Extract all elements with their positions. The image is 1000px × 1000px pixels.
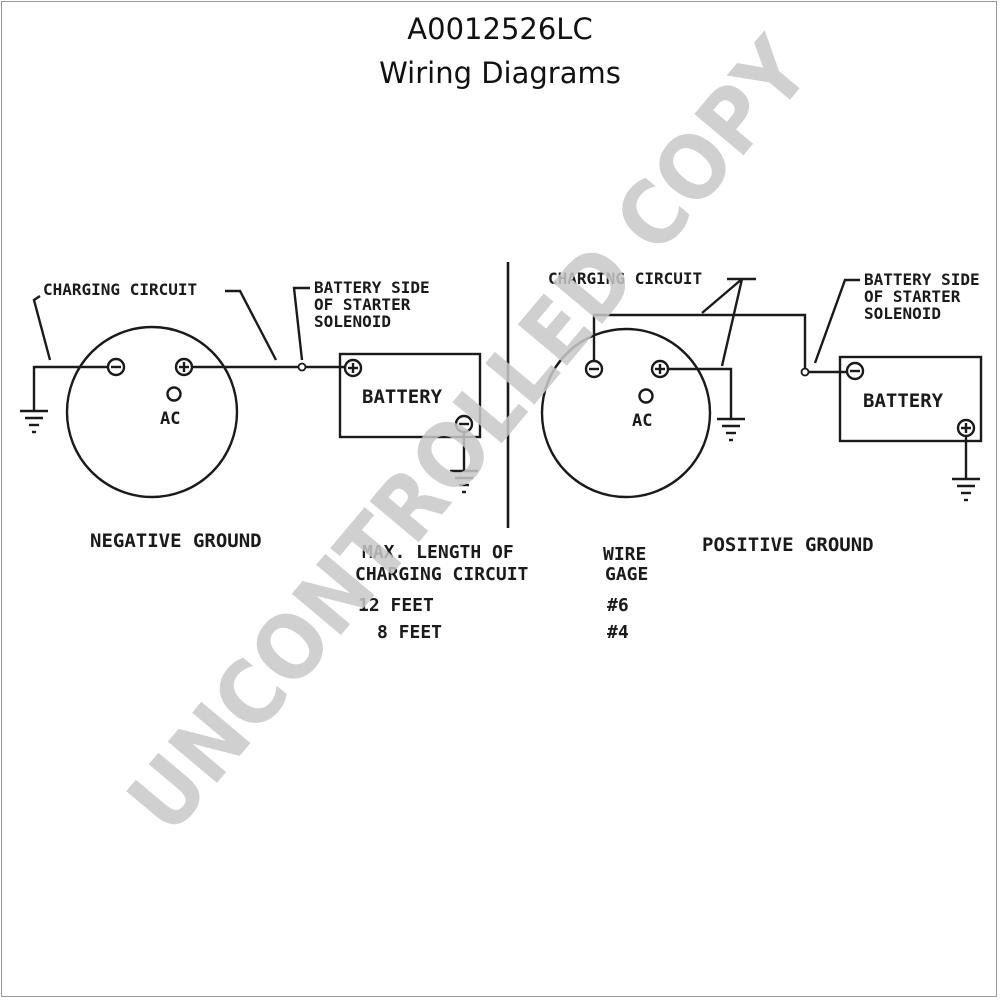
table-col1-header-line2: CHARGING CIRCUIT <box>355 564 529 585</box>
wire-gage-table: MAX. LENGTH OF CHARGING CIRCUIT WIRE GAG… <box>355 542 648 643</box>
pos-solenoid-label: SOLENOID <box>864 304 941 323</box>
neg-alt-ground-symbol <box>20 409 48 434</box>
pos-charging-leader-2 <box>720 278 744 367</box>
neg-solenoid-junction <box>297 362 307 372</box>
table-row-2-length: 8 FEET <box>377 622 442 643</box>
positive-ground-diagram: AC BATTERY <box>540 269 983 556</box>
pos-battery-positive-terminal <box>956 418 976 438</box>
neg-battery-box <box>338 352 482 439</box>
pos-alt-positive-terminal <box>650 359 670 379</box>
pos-ac-terminal <box>638 388 654 404</box>
pos-alternator-circle <box>540 327 712 499</box>
pos-battery-ground-symbol <box>952 477 980 502</box>
table-row-2-gage: #4 <box>607 622 629 643</box>
pos-alt-ground-symbol <box>717 417 745 442</box>
negative-ground-diagram: AC BATTERY <box>20 278 482 552</box>
pos-battery-label: BATTERY <box>863 390 944 412</box>
neg-of-starter-label: OF STARTER <box>314 295 411 314</box>
neg-charging-circuit-label: CHARGING CIRCUIT <box>43 280 197 299</box>
negative-ground-caption: NEGATIVE GROUND <box>90 530 262 552</box>
neg-alternator-circle <box>65 325 239 499</box>
pos-charging-circuit-label: CHARGING CIRCUIT <box>548 269 702 288</box>
neg-battery-positive-terminal <box>343 358 363 378</box>
neg-battery-label: BATTERY <box>362 386 443 408</box>
pos-battery-box <box>838 355 983 443</box>
table-col1-header-line1: MAX. LENGTH OF <box>362 542 514 563</box>
neg-alt-negative-terminal <box>106 357 126 377</box>
pos-battery-side-label: BATTERY SIDE <box>864 270 980 289</box>
neg-charging-leader-1 <box>32 295 52 361</box>
neg-ac-terminal <box>166 386 182 402</box>
neg-solenoid-leader <box>292 286 310 361</box>
pos-battery-negative-terminal <box>845 361 865 381</box>
table-row-1-length: 12 FEET <box>358 595 434 616</box>
pos-ground-wire <box>668 367 733 418</box>
neg-alt-positive-terminal <box>174 357 194 377</box>
neg-ground-wire <box>32 365 108 410</box>
uncontrolled-copy-watermark: UNCONTROLLED COPY <box>108 18 830 851</box>
table-col2-header-line2: GAGE <box>605 564 648 585</box>
pos-ac-label: AC <box>632 411 652 431</box>
pos-charging-leader-1 <box>701 278 743 314</box>
positive-ground-caption: POSITIVE GROUND <box>702 534 874 556</box>
pos-solenoid-leader <box>813 278 860 364</box>
table-row-1-gage: #6 <box>607 595 629 616</box>
neg-ac-label: AC <box>160 409 180 429</box>
neg-battery-side-label: BATTERY SIDE <box>314 278 430 297</box>
document-title: Wiring Diagrams <box>379 56 621 90</box>
neg-charging-leader-2 <box>225 289 278 361</box>
pos-solenoid-junction <box>800 367 810 377</box>
pos-of-starter-label: OF STARTER <box>864 287 961 306</box>
neg-solenoid-label: SOLENOID <box>314 312 391 331</box>
table-col2-header-line1: WIRE <box>603 544 646 565</box>
pos-charging-wire <box>592 313 848 374</box>
document-id: A0012526LC <box>407 12 593 46</box>
neg-battery-ground-symbol <box>450 469 478 494</box>
